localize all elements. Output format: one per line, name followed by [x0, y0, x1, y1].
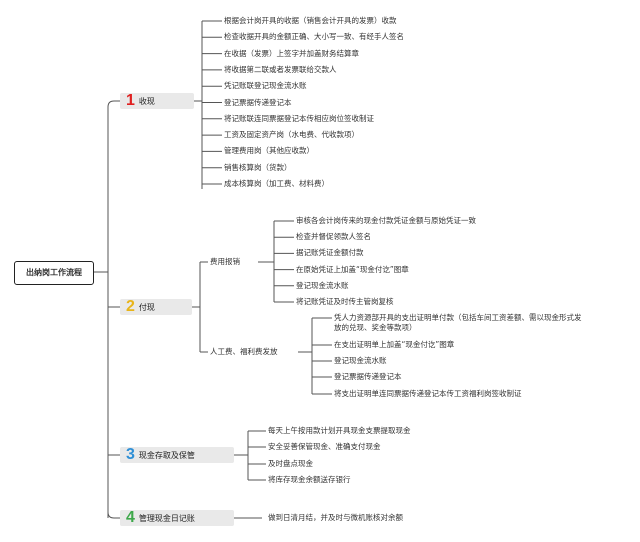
section-1-number: 1	[126, 92, 135, 109]
item-text: 销售核算岗（货款）	[224, 162, 292, 172]
item-text: 每天上午按用款计划开具现金支票提取现金	[268, 426, 411, 435]
item-text: 审核各会计岗传来的现金付款凭证金额与原始凭证一致	[296, 216, 476, 225]
section-3-node: 3 现金存取及保管	[120, 447, 234, 463]
item-text: 在支出证明单上加盖“现金付讫”图章	[334, 340, 455, 349]
item-text: 将记账联连同票据登记本传相应岗位签收制证	[224, 113, 374, 123]
expense-reimbursement-label: 费用报销	[210, 257, 240, 266]
section-2-number: 2	[126, 298, 135, 315]
item-text: 登记票据传递登记本	[334, 372, 402, 381]
section-1-label: 收现	[138, 96, 155, 106]
item-text: 工资及固定资产岗（水电费、代收款项）	[224, 130, 359, 140]
item-text: 在原始凭证上加盖“现金付讫”图章	[296, 264, 409, 274]
item-text: 凭人力资源部开具的支出证明单付款（包括车间工资差额、需以现金形式发放的兑现、奖金…	[334, 313, 582, 332]
item-text: 成本核算岗（加工费、材料费）	[224, 179, 329, 188]
section-4-number: 4	[126, 509, 135, 526]
item-text: 登记票据传递登记本	[224, 97, 292, 107]
item-text: 将支出证明单连同票据传递登记本传工资福利岗签收制证	[334, 389, 522, 398]
root-node: 出纳岗工作流程	[14, 261, 94, 285]
section-4-label: 管理现金日记账	[138, 513, 195, 523]
item-text: 检查收据开具的金额正确、大小写一致、有经手人签名	[224, 32, 404, 42]
item-text: 根据会计岗开具的收据（销售会计开具的发票）收款	[224, 16, 397, 25]
item-text: 管理费用岗（其他应收款）	[224, 146, 314, 156]
item-text: 将库存现金余额送存银行	[268, 475, 351, 484]
section-2-label: 付现	[138, 302, 155, 312]
section-2-node: 2 付现	[120, 299, 192, 315]
item-text: 凭记账联登记现金流水账	[224, 81, 307, 91]
item-text: 在收据（发票）上签字并加盖财务结算章	[224, 48, 359, 58]
item-text: 及时盘点现金	[268, 459, 313, 468]
section-3-number: 3	[126, 446, 135, 463]
item-text: 将收据第二联或者发票联给交款人	[224, 64, 337, 74]
section-4-node: 4 管理现金日记账	[120, 510, 234, 526]
section-1-node: 1 收现	[120, 93, 194, 109]
salary-welfare-label: 人工费、福利费发放	[210, 347, 278, 356]
item-text: 安全妥善保管现金、准确支付现金	[268, 442, 381, 451]
item-text: 据记账凭证金额付款	[296, 248, 364, 258]
item-text: 登记现金流水账	[334, 356, 387, 365]
item-text: 将记账凭证及时传主管岗复核	[296, 297, 394, 306]
item-text: 检查并督促领款人签名	[296, 232, 371, 242]
item-text: 登记现金流水账	[296, 280, 349, 290]
item-text: 做到日清月结，并及时与微机账核对余额	[268, 513, 403, 522]
section-3-label: 现金存取及保管	[138, 450, 195, 460]
